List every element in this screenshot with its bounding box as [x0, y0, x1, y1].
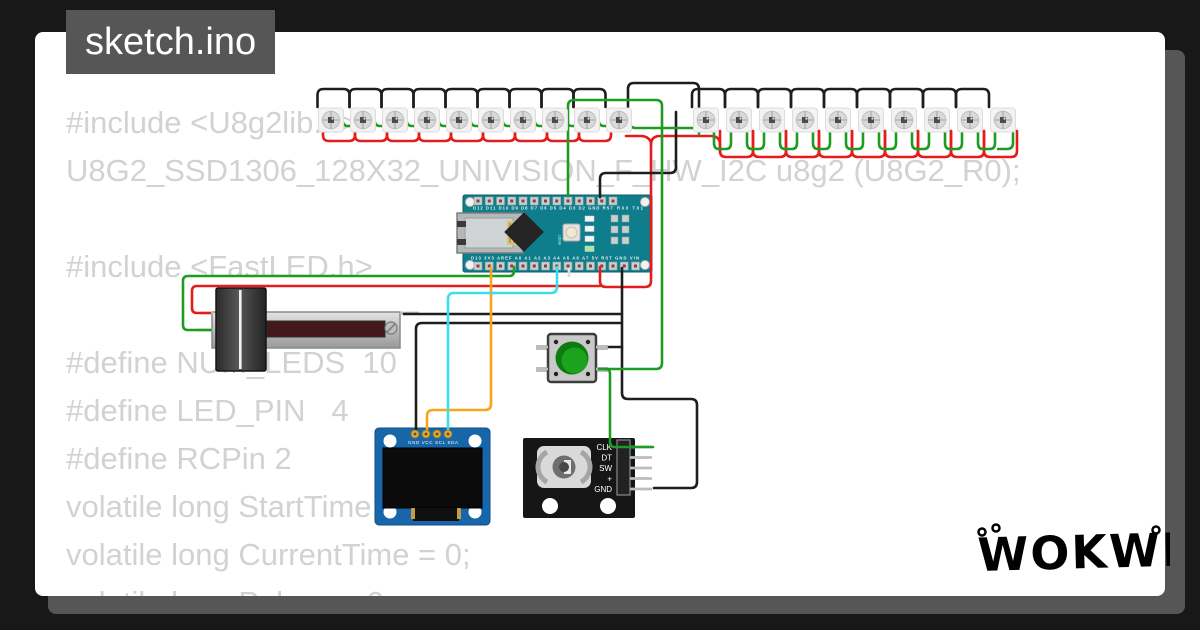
icsp-header	[610, 214, 630, 245]
reset-label: RESET	[558, 234, 562, 245]
wokwi-logo-text: WOKWI	[977, 523, 1170, 582]
nano-top-right-pin-labels: RX0 TX1	[617, 206, 644, 211]
led-strip-left[interactable]	[317, 107, 633, 133]
arduino-nano[interactable]: D12 D11 D10 D9 D8 D7 D6 D5 D4 D3 D2 GND …	[456, 194, 653, 273]
led-module[interactable]	[381, 107, 409, 133]
led-strip-right[interactable]	[692, 107, 1017, 133]
led-module[interactable]	[725, 107, 753, 133]
led-module[interactable]	[413, 107, 441, 133]
code-line: volatile long StartTime = 0;	[66, 489, 433, 524]
rotary-encoder[interactable]: CLK DT SW + GND	[523, 438, 635, 518]
code-line: #define RCPin 2	[66, 441, 292, 476]
encoder-pin-label: GND	[594, 485, 612, 494]
led-module[interactable]	[477, 107, 505, 133]
mcu-chip	[504, 212, 544, 252]
led-module[interactable]	[692, 107, 720, 133]
led-module[interactable]	[890, 107, 918, 133]
code-line: #define LED_PIN 4	[66, 393, 349, 428]
led-module[interactable]	[445, 107, 473, 133]
wire-green	[181, 98, 1015, 449]
nano-top-pin-labels: D12 D11 D10 D9 D8 D7 D6 D5 D4 D3 D2 GND …	[473, 206, 613, 211]
status-leds	[584, 215, 595, 252]
slide-potentiometer[interactable]	[211, 287, 401, 372]
led-module[interactable]	[791, 107, 819, 133]
nano-bottom-pads	[473, 261, 640, 271]
oled-pins	[410, 429, 453, 439]
wire-layer	[181, 81, 1019, 490]
led-module[interactable]	[857, 107, 885, 133]
led-module[interactable]	[349, 107, 377, 133]
oled-display[interactable]: GND VCC SCL SDA	[374, 427, 491, 526]
encoder-pin-label: +	[607, 475, 612, 484]
wokwi-logo: WOKWI	[977, 523, 1170, 582]
wire-red	[190, 129, 1019, 315]
wire-cyan	[446, 265, 559, 435]
oled-screen	[382, 447, 483, 509]
wire-orange	[425, 265, 493, 435]
led-module[interactable]	[989, 107, 1017, 133]
pushbutton[interactable]	[536, 332, 608, 384]
code-line: #include <FastLED.h>	[66, 249, 373, 284]
led-module[interactable]	[758, 107, 786, 133]
encoder-pin-label: CLK	[596, 443, 612, 452]
reset-button[interactable]: RESET	[558, 223, 581, 245]
led-module[interactable]	[509, 107, 537, 133]
led-module[interactable]	[956, 107, 984, 133]
led-module[interactable]	[824, 107, 852, 133]
file-tab-label: sketch.ino	[85, 21, 257, 63]
wire-black	[316, 81, 991, 490]
oled-pin-labels: GND VCC SCL SDA	[408, 440, 458, 445]
led-module[interactable]	[541, 107, 569, 133]
led-module[interactable]	[923, 107, 951, 133]
code-line: volatile long CurrentTime = 0;	[66, 537, 471, 572]
encoder-pin-label: SW	[599, 464, 612, 473]
led-module[interactable]	[573, 107, 601, 133]
encoder-pin-label: DT	[601, 454, 612, 463]
led-module[interactable]	[317, 107, 345, 133]
nano-top-pads	[473, 196, 618, 206]
nano-bottom-pin-labels: D13 3V3 AREF A0 A1 A2 A3 A4 A5 A6 A7 5V …	[471, 256, 639, 261]
file-tab[interactable]: sketch.ino	[66, 10, 276, 74]
code-line: volatile long Pulses = 0;	[66, 585, 393, 596]
led-module[interactable]	[605, 107, 633, 133]
